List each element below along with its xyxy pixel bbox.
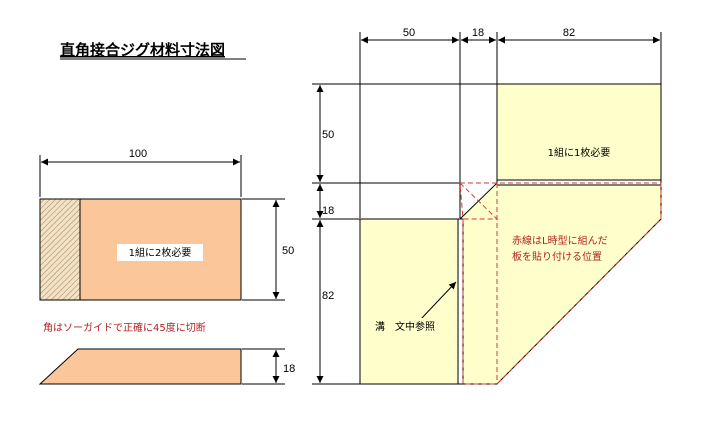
groove-leader (419, 281, 457, 321)
dim-left-b-label: 18 (322, 205, 334, 217)
dim-height-label: 50 (282, 245, 294, 257)
bevel-strip (38, 348, 242, 385)
red-note-line1: 赤線はL時型に組んだ (512, 234, 608, 247)
dim-top-a-label: 50 (403, 27, 415, 39)
dim-top-b-label: 18 (472, 27, 484, 39)
dim-width-label: 100 (129, 148, 147, 160)
dim-top-c-label: 82 (563, 27, 575, 39)
right-jig-group: 50 18 82 50 18 82 1組に1枚必要 溝 文中参照 赤線はL時型に… (312, 27, 662, 385)
groove-label: 溝 文中参照 (375, 320, 435, 333)
top-yellow-block (496, 83, 662, 184)
red-note-line2: 板を貼り付ける位置 (512, 250, 602, 263)
drawing-title: 直角接合ジグ材料寸法図 (60, 41, 225, 59)
cut-note: 角はソーガイドで正確に45度に切断 (43, 321, 206, 334)
block-label: 1組に2枚必要 (129, 246, 192, 259)
dim-thickness-label: 18 (283, 363, 295, 375)
top-block-label: 1組に1枚必要 (548, 146, 611, 159)
hatched-end (39, 198, 81, 301)
groove-label-bg (370, 318, 452, 334)
vertical-groove (457, 218, 464, 385)
label-bg (117, 244, 203, 261)
dim-left-a-label: 50 (322, 129, 334, 141)
l-shaped-base (359, 181, 662, 385)
left-block-group: 100 1組に2枚必要 50 角はソーガイドで正確に45度に切断 18 (38, 148, 295, 385)
dim-left-c-label: 82 (322, 290, 334, 302)
